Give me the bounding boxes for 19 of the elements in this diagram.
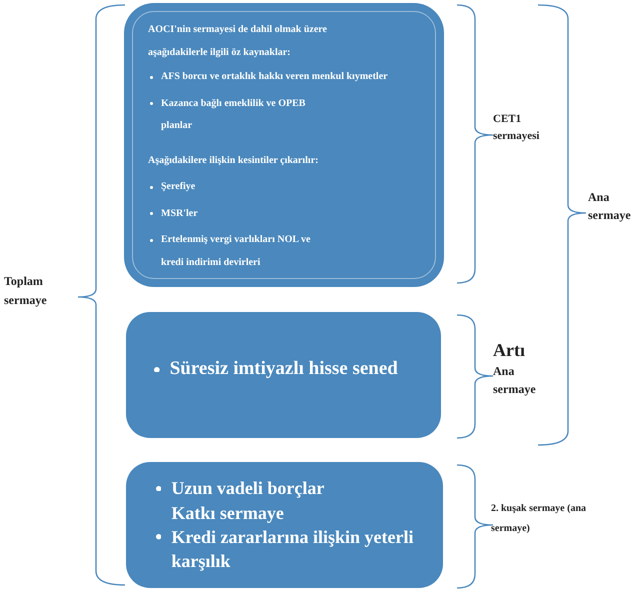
brace-label: 2. kuşak sermaye (ana sermaye) — [491, 502, 588, 536]
text: Uzun vadeli borçlar Katkı sermaye — [171, 477, 326, 525]
brace-label: Artı — [493, 340, 526, 362]
rounded-box — [126, 312, 441, 438]
text: Aşağıdakilere ilişkin kesintiler çıkarılır: — [148, 154, 318, 168]
brace-label: Ana sermaye — [493, 363, 537, 398]
text: MSR'ler — [161, 206, 198, 220]
brace-label: Ana sermaye — [588, 189, 632, 224]
text: Ertelenmiş vergi varlıkları NOL ve kredi indirimi devirleri — [161, 233, 312, 270]
brace-label: Toplam sermaye — [4, 273, 48, 310]
text: Kredi zararlarına ilişkin yeterli karşılık — [171, 526, 415, 574]
text: AOCI'nin sermayesi de dahil olmak üzere aşağıdakilerle ilgili öz kaynaklar: — [148, 23, 328, 60]
text: Süresiz imtiyazlı hisse sened — [170, 358, 398, 381]
rounded-box — [124, 3, 444, 287]
text: Şerefiye — [161, 180, 196, 194]
brace-label: CET1 sermayesi — [493, 112, 540, 144]
text: Kazanca bağlı emeklilik ve OPEB planlar — [161, 96, 306, 133]
text: AFS borcu ve ortaklık hakkı veren menkul kıymetler — [161, 70, 388, 84]
rounded-box — [126, 462, 443, 588]
